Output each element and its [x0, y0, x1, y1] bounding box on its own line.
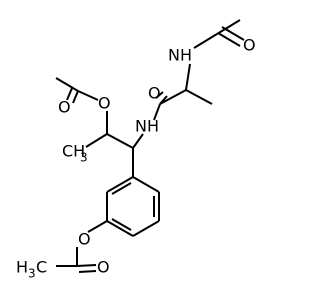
atom-o-ester-upper-link: O [98, 94, 111, 113]
bond-acetamide-methyl [216, 19, 241, 35]
bond-alpha-methyl [185, 89, 213, 105]
bond-amide-co-1 [159, 95, 168, 105]
bond-ester-upper-co-1 [72, 90, 79, 104]
atom-ch3-left: CH [62, 142, 85, 161]
atom-ch3-left-subscript: 3 [80, 151, 88, 165]
bond-alpha-carbonyl [159, 89, 187, 105]
atom-o-acetamide: O [243, 36, 256, 55]
bond-nhmid-ch [132, 133, 144, 149]
atom-nh-top: NH [168, 46, 192, 65]
atom-ch3-bottom-subscript: 3 [28, 267, 36, 281]
atom-nh-mid: NH [135, 117, 159, 136]
bond-nh-alpha [185, 63, 191, 91]
atom-o-aryl-ether: O [78, 230, 91, 249]
atom-o-amide: O [148, 84, 161, 103]
bond-ring-o [87, 220, 108, 233]
bond-amide-cn [153, 103, 161, 121]
bond-acetamide-carbonyl-1 [217, 32, 241, 47]
bond-acetamide-cn [193, 33, 218, 49]
structure-diagram: NH O O NH O O CH 3 O O H 3 C [16, 19, 256, 281]
ring-bond-6 [106, 176, 134, 193]
bond-acetamide-carbonyl-2 [221, 26, 245, 41]
atom-ch3-bottom-h: H [16, 258, 28, 277]
bond-ester-lower-co-1 [76, 264, 97, 267]
atom-ch3-bottom-c: C [36, 258, 47, 277]
bond-ester-upper-co-link [77, 90, 99, 101]
ring-bond-4 [106, 220, 134, 237]
ring-double-2 [111, 218, 132, 231]
bond-sec-benzylic [106, 133, 134, 149]
bond-ester-upper-methyl [55, 77, 79, 92]
bond-sec-methyl [85, 133, 108, 148]
ring-bond-3 [132, 220, 160, 237]
atom-o-ester-lower-carbonyl: O [97, 258, 110, 277]
atom-o-ester-upper-carbonyl: O [58, 98, 71, 117]
ring-double-3 [111, 182, 132, 195]
bond-amide-co-2 [155, 91, 164, 99]
bond-ester-upper-co-2 [66, 87, 73, 101]
bond-ester-lower-co-2 [78, 270, 97, 273]
ring-bond-1 [132, 176, 160, 193]
